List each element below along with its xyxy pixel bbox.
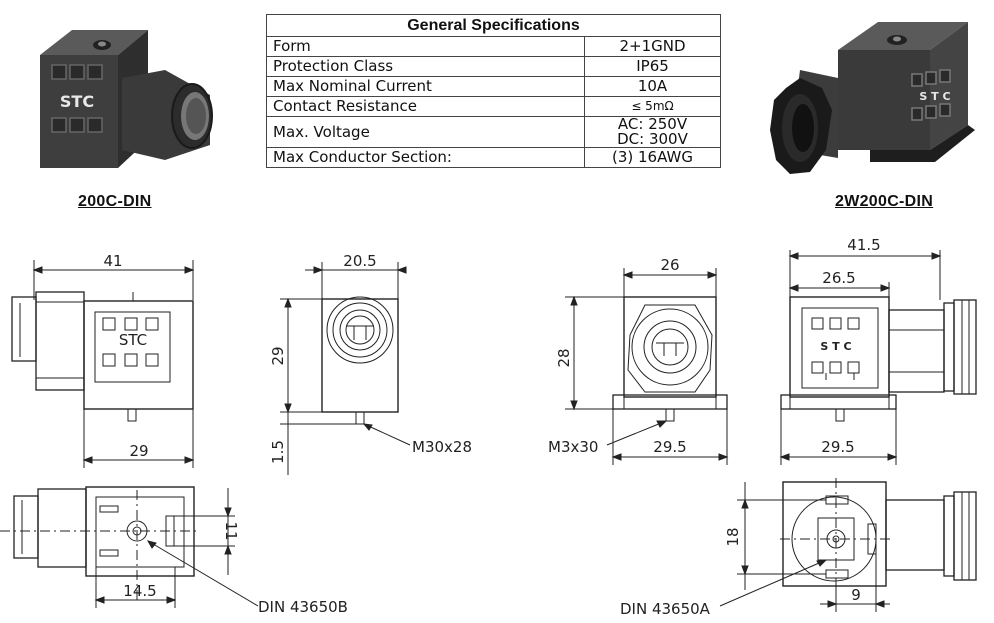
dim-bottom-offset: 14.5: [123, 582, 156, 600]
spec-row: Protection Class IP65: [266, 56, 721, 77]
brand-text-front-view: STC: [119, 331, 147, 349]
dim-bottom-standard: DIN 43650B: [258, 598, 348, 616]
spec-row: Max. Voltage AC: 250V DC: 300V: [266, 115, 721, 148]
spec-label: Form: [266, 36, 585, 57]
spec-value: IP65: [584, 56, 721, 77]
bottom-view-2w200c: [719, 478, 977, 612]
spec-label: Max. Voltage: [266, 116, 585, 148]
dim-front-width: 41: [103, 252, 122, 270]
spec-value: (3) 16AWG: [584, 147, 721, 168]
spec-label: Max Conductor Section:: [266, 147, 585, 168]
dim-r-bottom-standard: DIN 43650A: [620, 600, 711, 618]
dim-r-side-body: 26.5: [822, 269, 855, 287]
brand-text-side-view: S T C: [820, 340, 851, 353]
side-view-2w200c: [779, 250, 977, 465]
dim-side-width: 20.5: [343, 252, 376, 270]
spec-label: Protection Class: [266, 56, 585, 77]
brand-logo-left: STC: [60, 92, 94, 111]
dim-r-side-total: 41.5: [847, 236, 880, 254]
spec-row: Form 2+1GND: [266, 36, 721, 57]
side-view-200c: [280, 262, 411, 475]
spec-value-line2: DC: 300V: [617, 130, 688, 148]
dim-r-front-width: 26: [660, 256, 679, 274]
model-label-right: 2W200C-DIN: [835, 193, 934, 210]
spec-value: AC: 250V DC: 300V: [584, 115, 721, 148]
front-view-200c: [11, 260, 195, 468]
dimension-labels: 41 29 20.5 29 1.5 M30x28 14.5 11 DIN 436…: [103, 236, 880, 618]
bottom-view-200c: [0, 486, 259, 608]
dim-bottom-height: 11: [222, 521, 240, 540]
dimension-views: [0, 250, 977, 612]
dim-side-pin: 1.5: [269, 440, 287, 464]
spec-row: Contact Resistance ≤ 5mΩ: [266, 96, 721, 117]
brand-logo-right: S T C: [919, 90, 950, 103]
dim-r-side-base: 29.5: [821, 438, 854, 456]
spec-value: ≤ 5mΩ: [584, 96, 721, 117]
spec-label: Max Nominal Current: [266, 76, 585, 97]
dim-side-height: 29: [269, 346, 287, 365]
spec-row: Max Conductor Section: (3) 16AWG: [266, 147, 721, 168]
dim-r-front-base: 29.5: [653, 438, 686, 456]
spec-label: Contact Resistance: [266, 96, 585, 117]
dim-side-screw: M30x28: [412, 438, 472, 456]
dim-r-front-height: 28: [555, 348, 573, 367]
connector-render-left: STC: [40, 30, 213, 168]
spec-value: 10A: [584, 76, 721, 97]
spec-value-line1: AC: 250V: [617, 115, 688, 133]
spec-row: Max Nominal Current 10A: [266, 76, 721, 97]
specifications-table: General Specifications Form 2+1GND Prote…: [266, 14, 721, 168]
dim-r-bottom-height: 18: [724, 527, 742, 546]
front-view-2w200c: [565, 268, 729, 465]
connector-render-right: S T C: [770, 22, 975, 174]
spec-table-title: General Specifications: [266, 14, 721, 37]
dim-front-base: 29: [129, 442, 148, 460]
spec-value: 2+1GND: [584, 36, 721, 57]
dim-r-bottom-offset: 9: [851, 586, 861, 604]
dim-r-front-screw: M3x30: [548, 438, 598, 456]
model-label-left: 200C-DIN: [78, 193, 152, 210]
